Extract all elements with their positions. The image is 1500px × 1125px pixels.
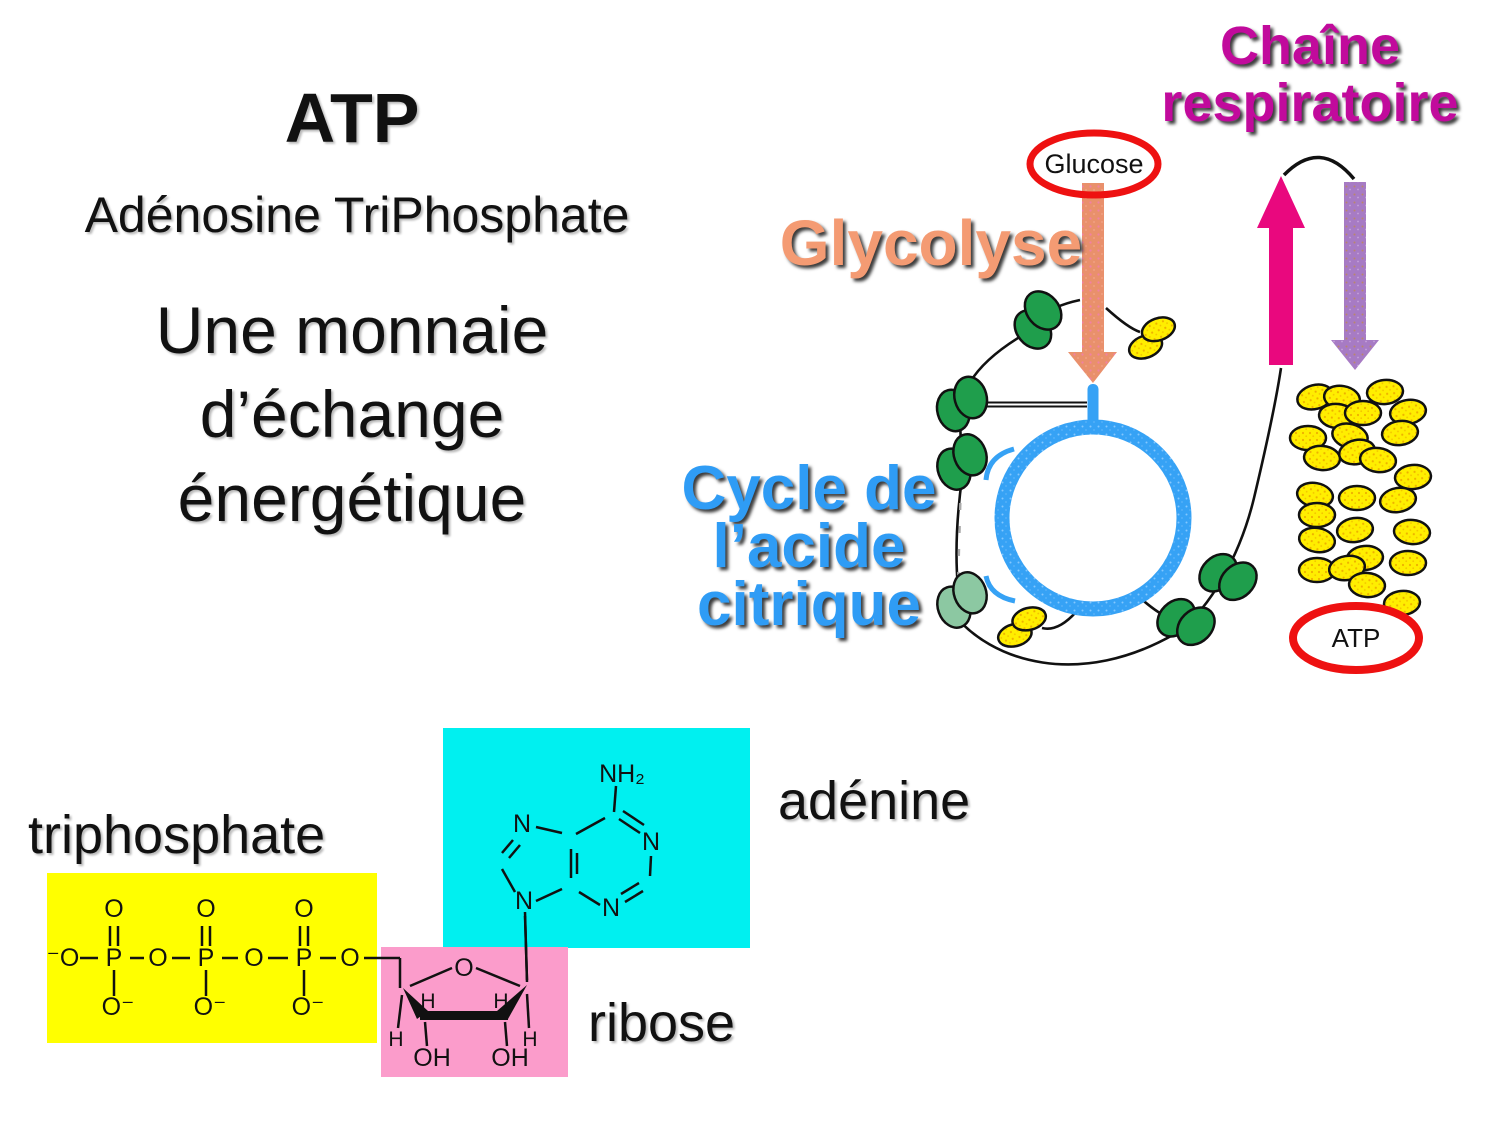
- adenine-box: [443, 728, 750, 948]
- atp-molecule-dot: [1380, 419, 1420, 447]
- atom-label: ⁻O: [47, 944, 80, 972]
- green-carrier-pair: [1198, 552, 1258, 602]
- ribose-wedge-bonds: [403, 985, 527, 1020]
- atom-label: O: [340, 944, 359, 972]
- atom-label: P: [296, 944, 313, 972]
- citric-cycle-line-2: l’acide: [712, 512, 906, 581]
- atp-molecule-dot: [1393, 463, 1433, 491]
- atp-molecule-dot: [1378, 486, 1418, 514]
- atom-label: P: [198, 944, 215, 972]
- tagline-line-3: énergétique: [177, 461, 527, 535]
- citric-cycle-ring: [994, 419, 1192, 617]
- atom-label: H: [388, 1028, 403, 1051]
- atom-label: O: [148, 944, 167, 972]
- atp-ellipse-label: ATP: [1332, 623, 1381, 653]
- respiratory-up-arrow: [1257, 176, 1305, 365]
- atp-molecule-dot: [1302, 444, 1342, 472]
- molecule-bonds: [80, 785, 653, 1047]
- atom-label: O⁻: [194, 993, 227, 1021]
- carrier-oval: [1011, 606, 1048, 632]
- atp-dot-cluster: [1288, 378, 1433, 617]
- tagline-line-1: Une monnaie: [155, 293, 549, 367]
- yellow-carrier-pair: [1127, 316, 1177, 360]
- atom-label: O: [196, 895, 215, 923]
- atom-label: H: [493, 990, 508, 1013]
- atp-molecule-dot: [1335, 516, 1375, 544]
- pathway-dashed-segment: [956, 479, 963, 586]
- atom-label: O: [454, 954, 473, 982]
- yellow-carrier-pair: [996, 606, 1048, 648]
- atom-label: H: [420, 990, 435, 1013]
- slide-subtitle: Adénosine TriPhosphate: [84, 187, 630, 243]
- atom-label: O⁻: [292, 993, 325, 1021]
- atom-label: OH: [491, 1044, 529, 1072]
- atom-label: O: [244, 944, 263, 972]
- atp-molecule-dot: [1297, 501, 1337, 529]
- atom-label: N: [602, 894, 620, 922]
- atp-molecule-dot: [1358, 446, 1398, 474]
- atom-label: P: [106, 944, 123, 972]
- green-carrier-pair: [936, 433, 988, 491]
- respiratory-chain-label: Chaîne respiratoire: [1161, 18, 1458, 132]
- atp-molecule-dot: [1297, 526, 1337, 554]
- citric-cycle-label: Cycle de l’acide citrique: [681, 454, 937, 639]
- respiratory-chain-line-1: Chaîne: [1219, 16, 1401, 76]
- carrier-oval: [952, 375, 989, 420]
- glycolysis-arrow: [1068, 183, 1117, 383]
- atom-label: N: [515, 887, 533, 915]
- carrier-oval: [1175, 606, 1216, 647]
- respiratory-chain-line-2: respiratoire: [1161, 73, 1459, 133]
- light-carrier-pair: [936, 571, 988, 629]
- tagline-line-2: d’échange: [199, 377, 505, 451]
- carrier-oval: [952, 571, 988, 615]
- atom-label: NH₂: [599, 760, 645, 788]
- atom-label: N: [513, 810, 531, 838]
- ribose-label: ribose: [588, 993, 736, 1053]
- citric-cycle-line-3: citrique: [697, 570, 921, 639]
- carrier-oval: [952, 433, 988, 477]
- adenine-label: adénine: [778, 771, 971, 831]
- green-carrier-pair: [935, 375, 989, 433]
- atp-ellipse: [1289, 602, 1423, 674]
- carrier-oval: [1140, 316, 1177, 343]
- carrier-pairs: [935, 290, 1258, 648]
- slide-tagline: Une monnaie d’échange énergétique: [156, 288, 549, 540]
- slide-title: ATP: [284, 79, 420, 157]
- triphosphate-label: triphosphate: [28, 805, 326, 865]
- citric-cycle-line-1: Cycle de: [681, 454, 937, 523]
- atp-molecule-dot: [1392, 518, 1432, 546]
- respiratory-down-arrow: [1331, 182, 1379, 370]
- glucose-label: Glucose: [1044, 149, 1143, 179]
- green-carrier-pair: [1013, 290, 1063, 350]
- atp-molecule-dot: [1365, 378, 1405, 406]
- atom-label: O: [294, 895, 313, 923]
- atom-label: O⁻: [102, 993, 135, 1021]
- carrier-oval: [1023, 290, 1063, 331]
- atom-label: O: [104, 895, 123, 923]
- carrier-oval: [1217, 561, 1258, 602]
- atom-label: H: [522, 1028, 537, 1051]
- atp-molecule-dot: [1347, 571, 1387, 599]
- atp-molecule-dot: [1388, 549, 1428, 577]
- atp-molecule-dot: [1337, 484, 1377, 512]
- atom-label: N: [642, 828, 660, 856]
- glycolysis-label: Glycolyse: [779, 207, 1083, 279]
- atom-label: OH: [413, 1044, 451, 1072]
- cycle-leader-arcs: [983, 446, 1016, 604]
- glucose-ellipse: [1026, 129, 1162, 199]
- green-carrier-pair: [1156, 597, 1216, 647]
- atp-molecule-dot: [1343, 399, 1383, 427]
